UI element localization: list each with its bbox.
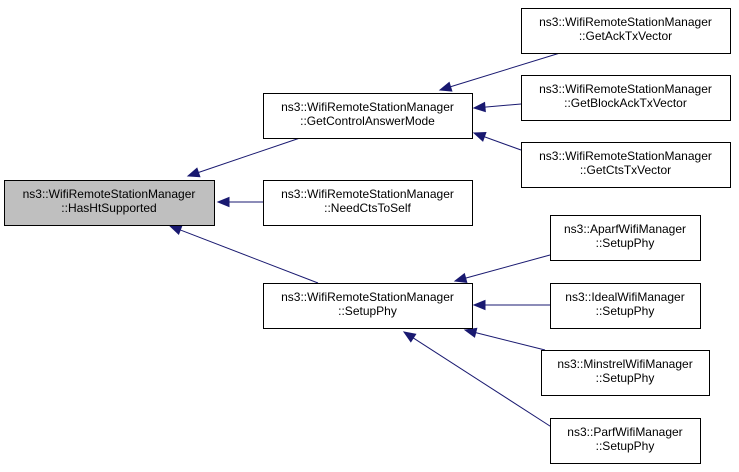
node-class-label: ns3::WifiRemoteStationManager <box>539 149 712 163</box>
edge-get-block-ack-tx-vector-to-get-control-answer-mode <box>472 101 522 113</box>
edge-minstrel-setup-phy-to-setup-phy <box>463 327 546 351</box>
edge-line <box>412 337 554 429</box>
node-get-control-answer-mode[interactable]: ns3::WifiRemoteStationManager::GetContro… <box>263 93 473 139</box>
node-box <box>541 350 710 396</box>
edge-get-control-answer-mode-to-root <box>186 137 301 178</box>
node-method-label: ::SetupPhy <box>338 304 397 318</box>
node-get-ack-tx-vector[interactable]: ns3::WifiRemoteStationManager::GetAckTxV… <box>521 8 731 54</box>
node-class-label: ns3::ParfWifiManager <box>567 425 682 439</box>
arrowhead-icon <box>216 196 230 208</box>
node-setup-phy[interactable]: ns3::WifiRemoteStationManager::SetupPhy <box>263 283 473 329</box>
edge-line <box>475 332 546 351</box>
edge-parf-setup-phy-to-setup-phy <box>402 331 554 429</box>
node-class-label: ns3::WifiRemoteStationManager <box>23 187 196 201</box>
edge-line <box>484 136 522 151</box>
edge-ideal-setup-phy-to-setup-phy <box>472 299 550 311</box>
node-aparf-setup-phy[interactable]: ns3::AparfWifiManager::SetupPhy <box>550 215 701 261</box>
node-class-label: ns3::WifiRemoteStationManager <box>539 15 712 29</box>
nodes-layer: ns3::WifiRemoteStationManager::HasHtSupp… <box>4 8 731 464</box>
node-class-label: ns3::AparfWifiManager <box>564 222 686 236</box>
arrowhead-icon <box>472 299 486 311</box>
node-method-label: ::SetupPhy <box>596 236 655 250</box>
arrowhead-icon <box>438 81 453 92</box>
edges-layer <box>168 52 561 429</box>
edge-get-ack-tx-vector-to-get-control-answer-mode <box>438 52 561 92</box>
arrowhead-icon <box>453 272 468 284</box>
node-ideal-setup-phy[interactable]: ns3::IdealWifiManager::SetupPhy <box>550 283 701 329</box>
node-class-label: ns3::WifiRemoteStationManager <box>281 290 454 304</box>
node-method-label: ::GetControlAnswerMode <box>300 114 435 128</box>
edge-need-cts-to-self-to-root <box>216 196 263 208</box>
node-box <box>521 8 731 54</box>
edge-line <box>180 229 319 284</box>
node-box <box>521 75 731 121</box>
edge-setup-phy-to-root <box>168 225 319 284</box>
node-method-label: ::SetupPhy <box>596 371 655 385</box>
node-method-label: ::NeedCtsToSelf <box>324 201 411 215</box>
node-class-label: ns3::WifiRemoteStationManager <box>281 187 454 201</box>
edge-line <box>484 103 522 108</box>
node-need-cts-to-self[interactable]: ns3::WifiRemoteStationManager::NeedCtsTo… <box>263 180 473 226</box>
node-class-label: ns3::IdealWifiManager <box>565 290 684 304</box>
edge-line <box>450 52 561 88</box>
arrowhead-icon <box>186 167 201 178</box>
arrowhead-icon <box>472 131 487 142</box>
node-method-label: ::GetBlockAckTxVector <box>564 96 687 110</box>
arrowhead-icon <box>463 327 478 338</box>
node-class-label: ns3::MinstrelWifiManager <box>557 357 692 371</box>
node-root[interactable]: ns3::WifiRemoteStationManager::HasHtSupp… <box>4 180 215 226</box>
node-box <box>4 180 215 226</box>
node-class-label: ns3::WifiRemoteStationManager <box>281 100 454 114</box>
edge-aparf-setup-phy-to-setup-phy <box>453 254 551 284</box>
arrowhead-icon <box>472 101 486 113</box>
node-method-label: ::GetCtsTxVector <box>580 163 671 177</box>
node-box <box>550 215 701 261</box>
node-method-label: ::SetupPhy <box>596 439 655 453</box>
node-minstrel-setup-phy[interactable]: ns3::MinstrelWifiManager::SetupPhy <box>541 350 710 396</box>
arrowhead-icon <box>402 331 417 343</box>
node-box <box>521 142 731 188</box>
node-box <box>550 418 701 464</box>
node-box <box>263 180 473 226</box>
node-method-label: ::HasHtSupported <box>61 201 156 215</box>
node-method-label: ::SetupPhy <box>596 304 655 318</box>
edge-get-cts-tx-vector-to-get-control-answer-mode <box>472 131 522 151</box>
node-get-cts-tx-vector[interactable]: ns3::WifiRemoteStationManager::GetCtsTxV… <box>521 142 731 188</box>
node-parf-setup-phy[interactable]: ns3::ParfWifiManager::SetupPhy <box>550 418 701 464</box>
edge-line <box>465 254 551 279</box>
edge-line <box>198 137 301 173</box>
node-get-block-ack-tx-vector[interactable]: ns3::WifiRemoteStationManager::GetBlockA… <box>521 75 731 121</box>
node-method-label: ::GetAckTxVector <box>579 29 672 43</box>
node-box <box>263 283 473 329</box>
arrowhead-icon <box>168 225 183 236</box>
node-box <box>550 283 701 329</box>
node-class-label: ns3::WifiRemoteStationManager <box>539 82 712 96</box>
node-box <box>263 93 473 139</box>
